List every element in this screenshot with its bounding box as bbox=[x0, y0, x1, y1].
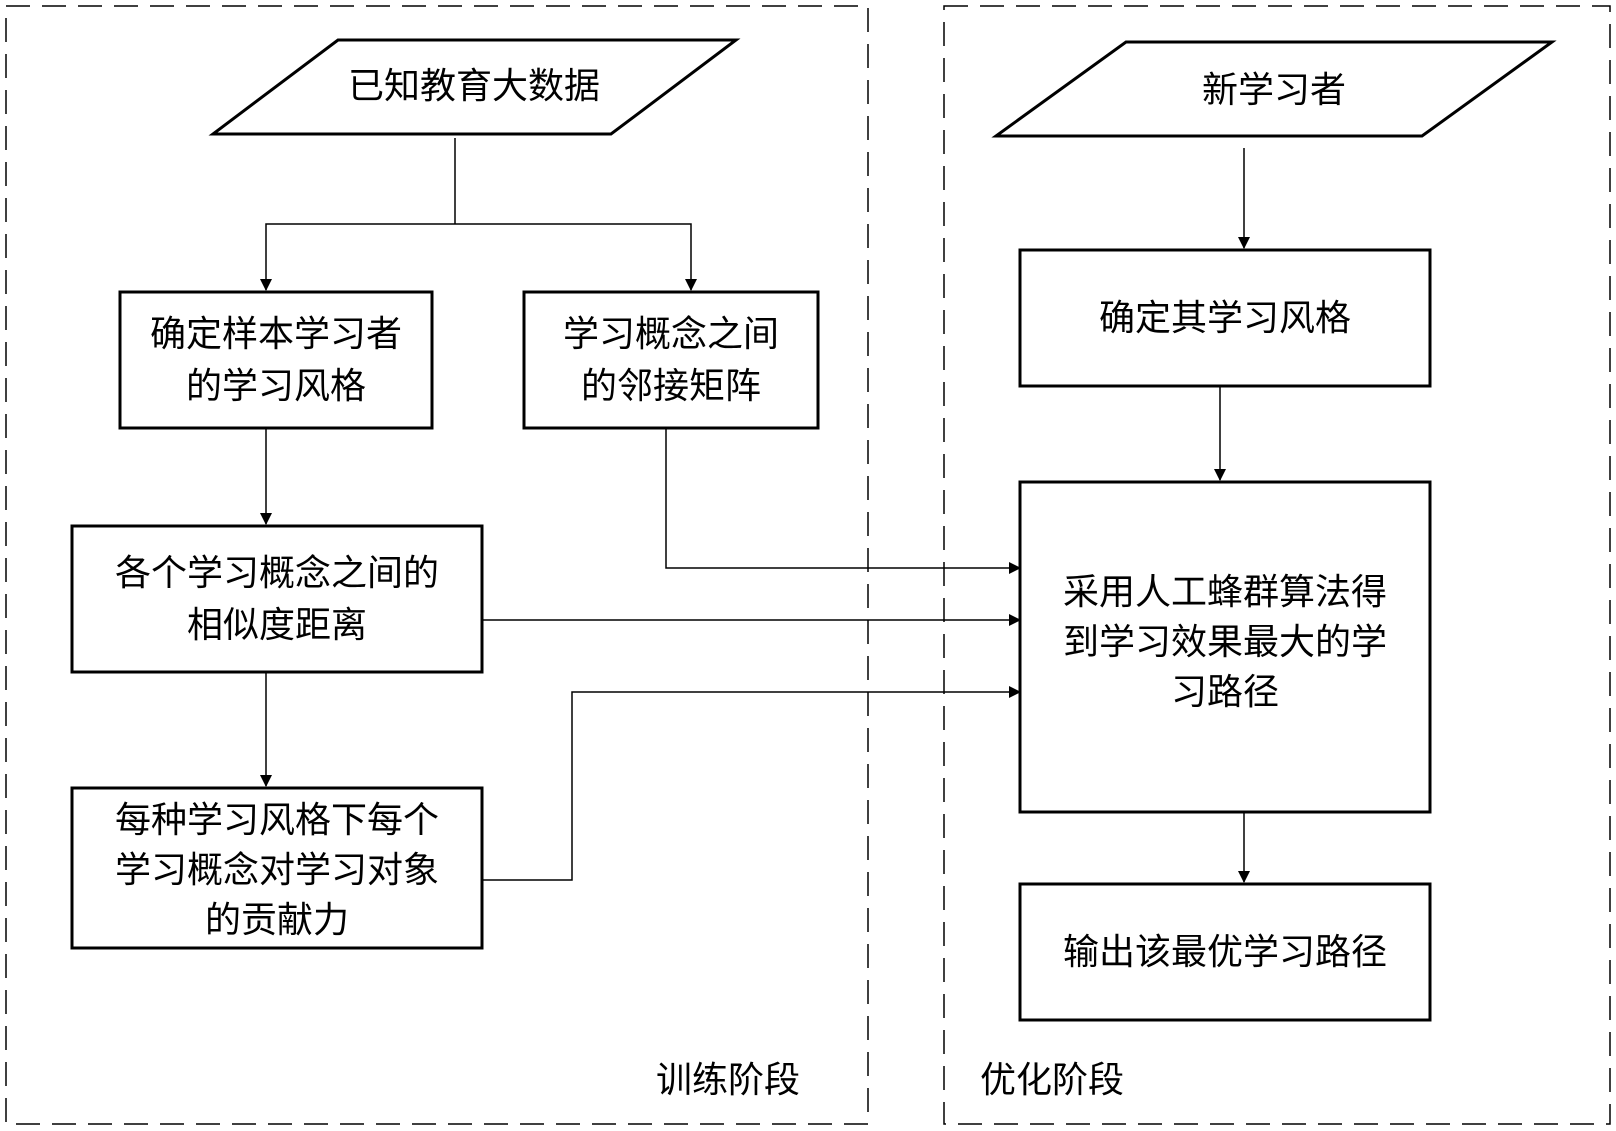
edge-to-adjacency bbox=[455, 223, 697, 291]
optimization-stage-label: 优化阶段 bbox=[980, 1060, 1124, 1101]
adjacency-line-1: 学习概念之间 bbox=[563, 314, 779, 355]
new-learner-shape bbox=[991, 40, 1557, 138]
contribution-box bbox=[70, 786, 484, 950]
node-new-learner: 新学习者 bbox=[991, 40, 1557, 138]
abc-algorithm-line-2: 到学习效果最大的学 bbox=[1063, 622, 1387, 663]
edge-to-sample-style bbox=[260, 223, 455, 291]
known-data-shape bbox=[208, 38, 741, 136]
adjacency-line-2: 的邻接矩阵 bbox=[581, 366, 761, 407]
node-output-path: 输出该最优学习路径 bbox=[1018, 882, 1432, 1022]
training-stage-label: 训练阶段 bbox=[656, 1060, 800, 1101]
abc-algorithm-line-3: 习路径 bbox=[1171, 672, 1279, 713]
contribution-line-2: 学习概念对学习对象 bbox=[115, 850, 439, 891]
node-determine-style: 确定其学习风格 bbox=[1018, 248, 1432, 388]
sample-style-line-1: 确定样本学习者 bbox=[150, 314, 402, 355]
adjacency-box bbox=[522, 290, 820, 430]
abc-algorithm-line-1: 采用人工蜂群算法得 bbox=[1063, 572, 1387, 613]
node-similarity: 各个学习概念之间的 相似度距离 bbox=[70, 524, 484, 674]
similarity-line-2: 相似度距离 bbox=[187, 605, 367, 646]
node-contribution: 每种学习风格下每个 学习概念对学习对象 的贡献力 bbox=[70, 786, 484, 950]
sample-style-box bbox=[118, 290, 434, 430]
new-learner-label: 新学习者 bbox=[1202, 70, 1346, 111]
edge-adjacency-to-algorithm bbox=[665, 428, 1021, 574]
contribution-line-3: 的贡献力 bbox=[205, 900, 349, 941]
abc-algorithm-box bbox=[1018, 480, 1432, 814]
optimization-stage-frame bbox=[943, 5, 1611, 1125]
connectors bbox=[260, 138, 1250, 883]
training-stage-frame bbox=[5, 5, 869, 1125]
sample-style-line-2: 的学习风格 bbox=[186, 366, 366, 407]
similarity-box bbox=[70, 524, 484, 674]
node-adjacency: 学习概念之间 的邻接矩阵 bbox=[522, 290, 820, 430]
node-sample-style: 确定样本学习者 的学习风格 bbox=[118, 290, 434, 430]
output-path-label: 输出该最优学习路径 bbox=[1063, 932, 1387, 973]
determine-style-box bbox=[1018, 248, 1432, 388]
edge-contribution-to-algorithm bbox=[482, 686, 1021, 881]
output-path-box bbox=[1018, 882, 1432, 1022]
node-abc-algorithm: 采用人工蜂群算法得 到学习效果最大的学 习路径 bbox=[1018, 480, 1432, 814]
determine-style-label: 确定其学习风格 bbox=[1099, 298, 1351, 339]
known-data-label: 已知教育大数据 bbox=[348, 66, 600, 107]
similarity-line-1: 各个学习概念之间的 bbox=[115, 553, 439, 594]
contribution-line-1: 每种学习风格下每个 bbox=[115, 800, 439, 841]
node-known-data: 已知教育大数据 bbox=[208, 38, 741, 136]
